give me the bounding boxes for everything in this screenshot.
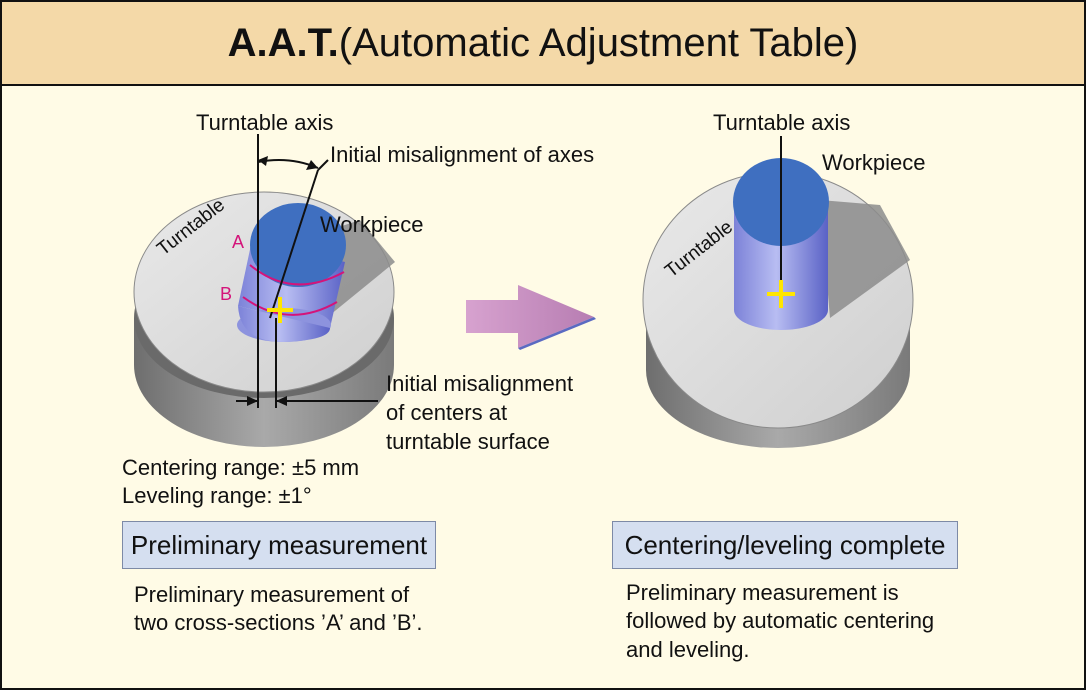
section-b-label: B bbox=[220, 284, 233, 304]
section-a-label: A bbox=[232, 232, 245, 252]
right-center-marker bbox=[767, 280, 795, 308]
center-arrowhead-left bbox=[247, 396, 258, 406]
left-workpiece bbox=[237, 203, 346, 342]
arc-arrowhead bbox=[258, 156, 268, 166]
arc-arrowhead-end bbox=[306, 160, 318, 170]
right-description-line1: Preliminary measurement is bbox=[626, 580, 899, 605]
centering-range-label: Centering range: ±5 mm bbox=[122, 455, 360, 480]
page-title: A.A.T.(Automatic Adjustment Table) bbox=[2, 2, 1084, 84]
preliminary-measurement-box: Preliminary measurement bbox=[122, 521, 436, 569]
left-description-line1: Preliminary measurement of bbox=[134, 582, 410, 607]
left-workpiece-label: Workpiece bbox=[320, 212, 424, 237]
title-full-name: (Automatic Adjustment Table) bbox=[338, 21, 859, 65]
title-bar: A.A.T.(Automatic Adjustment Table) bbox=[2, 2, 1084, 86]
misalignment-centers-line2: of centers at bbox=[386, 400, 508, 425]
right-description-line3: and leveling. bbox=[626, 637, 750, 662]
left-turntable-axis-label: Turntable axis bbox=[196, 110, 334, 135]
misalignment-centers-line1: Initial misalignment bbox=[386, 371, 574, 396]
center-arrowhead-right bbox=[276, 396, 287, 406]
leveling-range-label: Leveling range: ±1° bbox=[122, 483, 312, 508]
workpiece-shadow bbox=[820, 200, 910, 318]
right-description-line2: followed by automatic centering bbox=[626, 608, 935, 633]
misalignment-axes-label: Initial misalignment of axes bbox=[330, 142, 595, 167]
title-abbreviation: A.A.T. bbox=[227, 21, 339, 65]
misalignment-centers-line3: turntable surface bbox=[386, 429, 550, 454]
left-center-marker bbox=[267, 297, 293, 323]
workpiece-top-face bbox=[250, 203, 346, 287]
workpiece-axis-line bbox=[269, 169, 319, 319]
section-a-line bbox=[249, 264, 345, 286]
centering-leveling-complete-box: Centering/leveling complete bbox=[612, 521, 958, 569]
transition-arrow bbox=[466, 285, 596, 350]
section-b-line bbox=[242, 296, 338, 316]
right-workpiece-label: Workpiece bbox=[822, 150, 926, 175]
right-turntable-axis-label: Turntable axis bbox=[713, 110, 851, 135]
left-description-line2: two cross-sections ’A’ and ’B’. bbox=[134, 610, 423, 635]
